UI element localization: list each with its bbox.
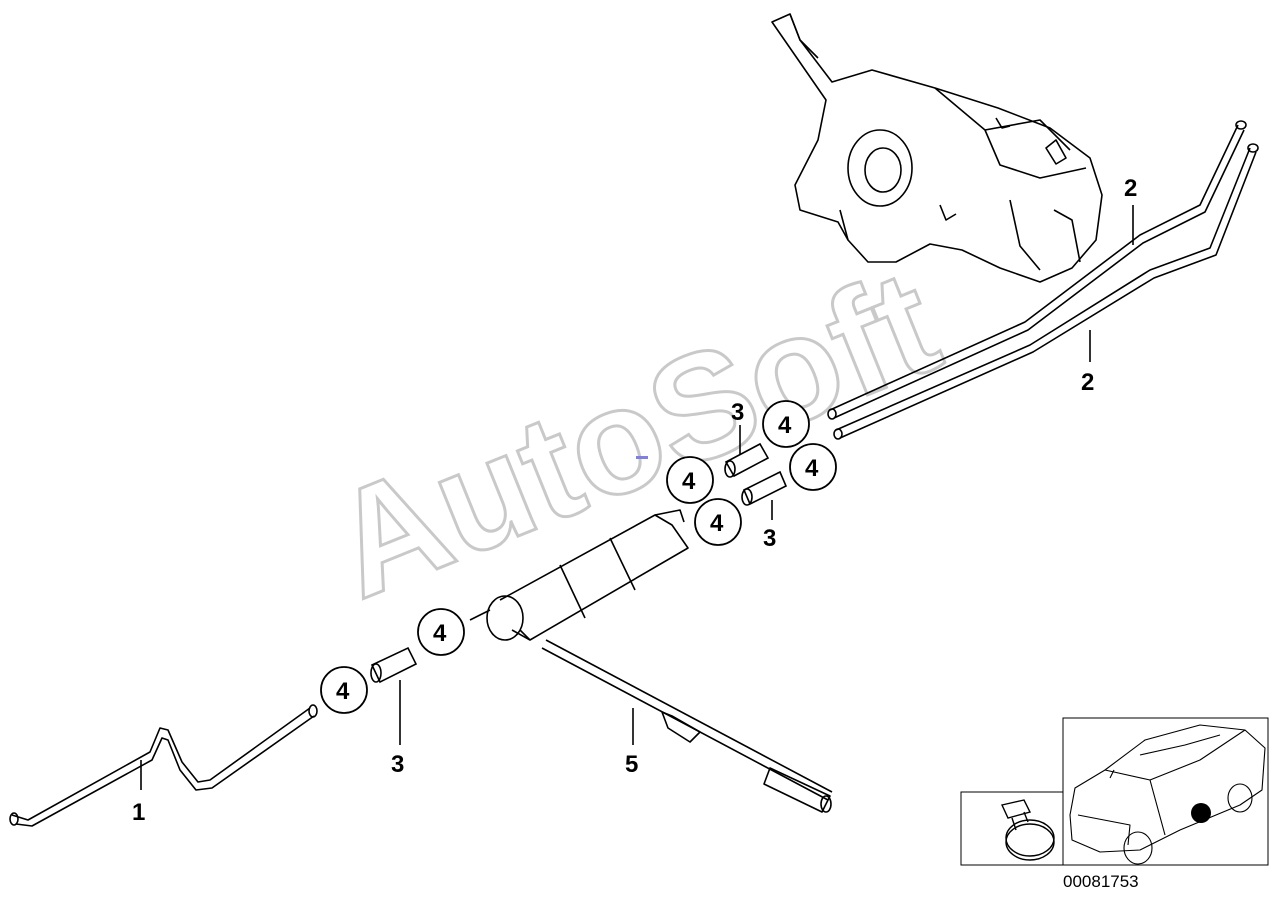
callout-2-upper: 2 <box>1124 175 1137 202</box>
callout-3-right: 3 <box>763 525 776 552</box>
callout-4-c: 4 <box>682 468 696 495</box>
hose-clamp-icon <box>1001 799 1055 861</box>
fuel-tank <box>771 13 1103 283</box>
clamp-legend-box <box>960 791 1064 866</box>
watermark: AutoSoft <box>308 235 961 631</box>
fuel-filter <box>469 509 689 641</box>
callout-4-d: 4 <box>710 510 724 537</box>
callout-2-lower: 2 <box>1081 369 1094 396</box>
callout-circles <box>320 400 837 714</box>
accent-mark <box>636 456 648 459</box>
car-location-icon <box>1069 724 1266 865</box>
callout-5: 5 <box>625 751 638 778</box>
watermark-text: AutoSoft <box>309 237 959 630</box>
diagram-reference-number: 00081753 <box>1063 872 1139 891</box>
callout-4-f: 4 <box>805 455 819 482</box>
callout-3-lower: 3 <box>391 751 404 778</box>
callout-3-upper: 3 <box>731 399 744 426</box>
callout-1: 1 <box>132 799 145 826</box>
fuel-line-1 <box>9 704 318 827</box>
hose-pieces-3 <box>370 442 788 684</box>
fuel-line-5 <box>541 639 833 813</box>
fuel-lines-2 <box>827 120 1259 440</box>
car-location-box <box>1062 717 1269 866</box>
callout-4-b: 4 <box>433 620 447 647</box>
leader-lines <box>140 205 1134 790</box>
callout-4-e: 4 <box>778 412 792 439</box>
location-marker <box>1191 803 1211 823</box>
callout-4-a: 4 <box>336 678 350 705</box>
